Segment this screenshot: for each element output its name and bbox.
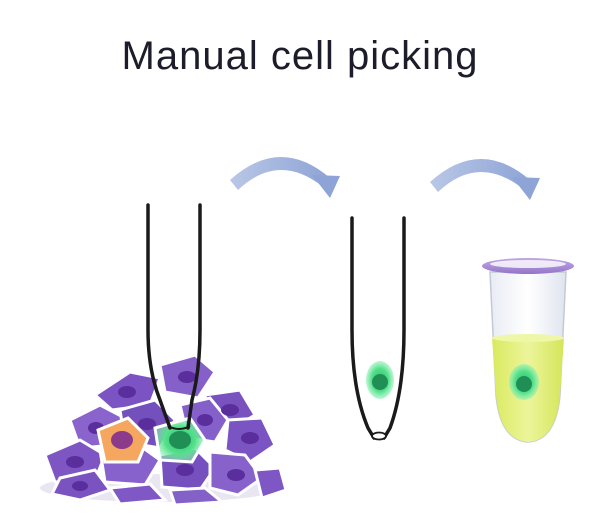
orange-cell (96, 416, 150, 464)
curved-arrow-icon (430, 158, 540, 200)
pipette-with-cell (350, 216, 406, 441)
diagram-title: Manual cell picking (121, 34, 479, 78)
curved-arrow-icon (230, 156, 340, 198)
collection-tube (482, 258, 574, 443)
pipette-open (146, 203, 202, 430)
target-green-cell (153, 416, 207, 464)
